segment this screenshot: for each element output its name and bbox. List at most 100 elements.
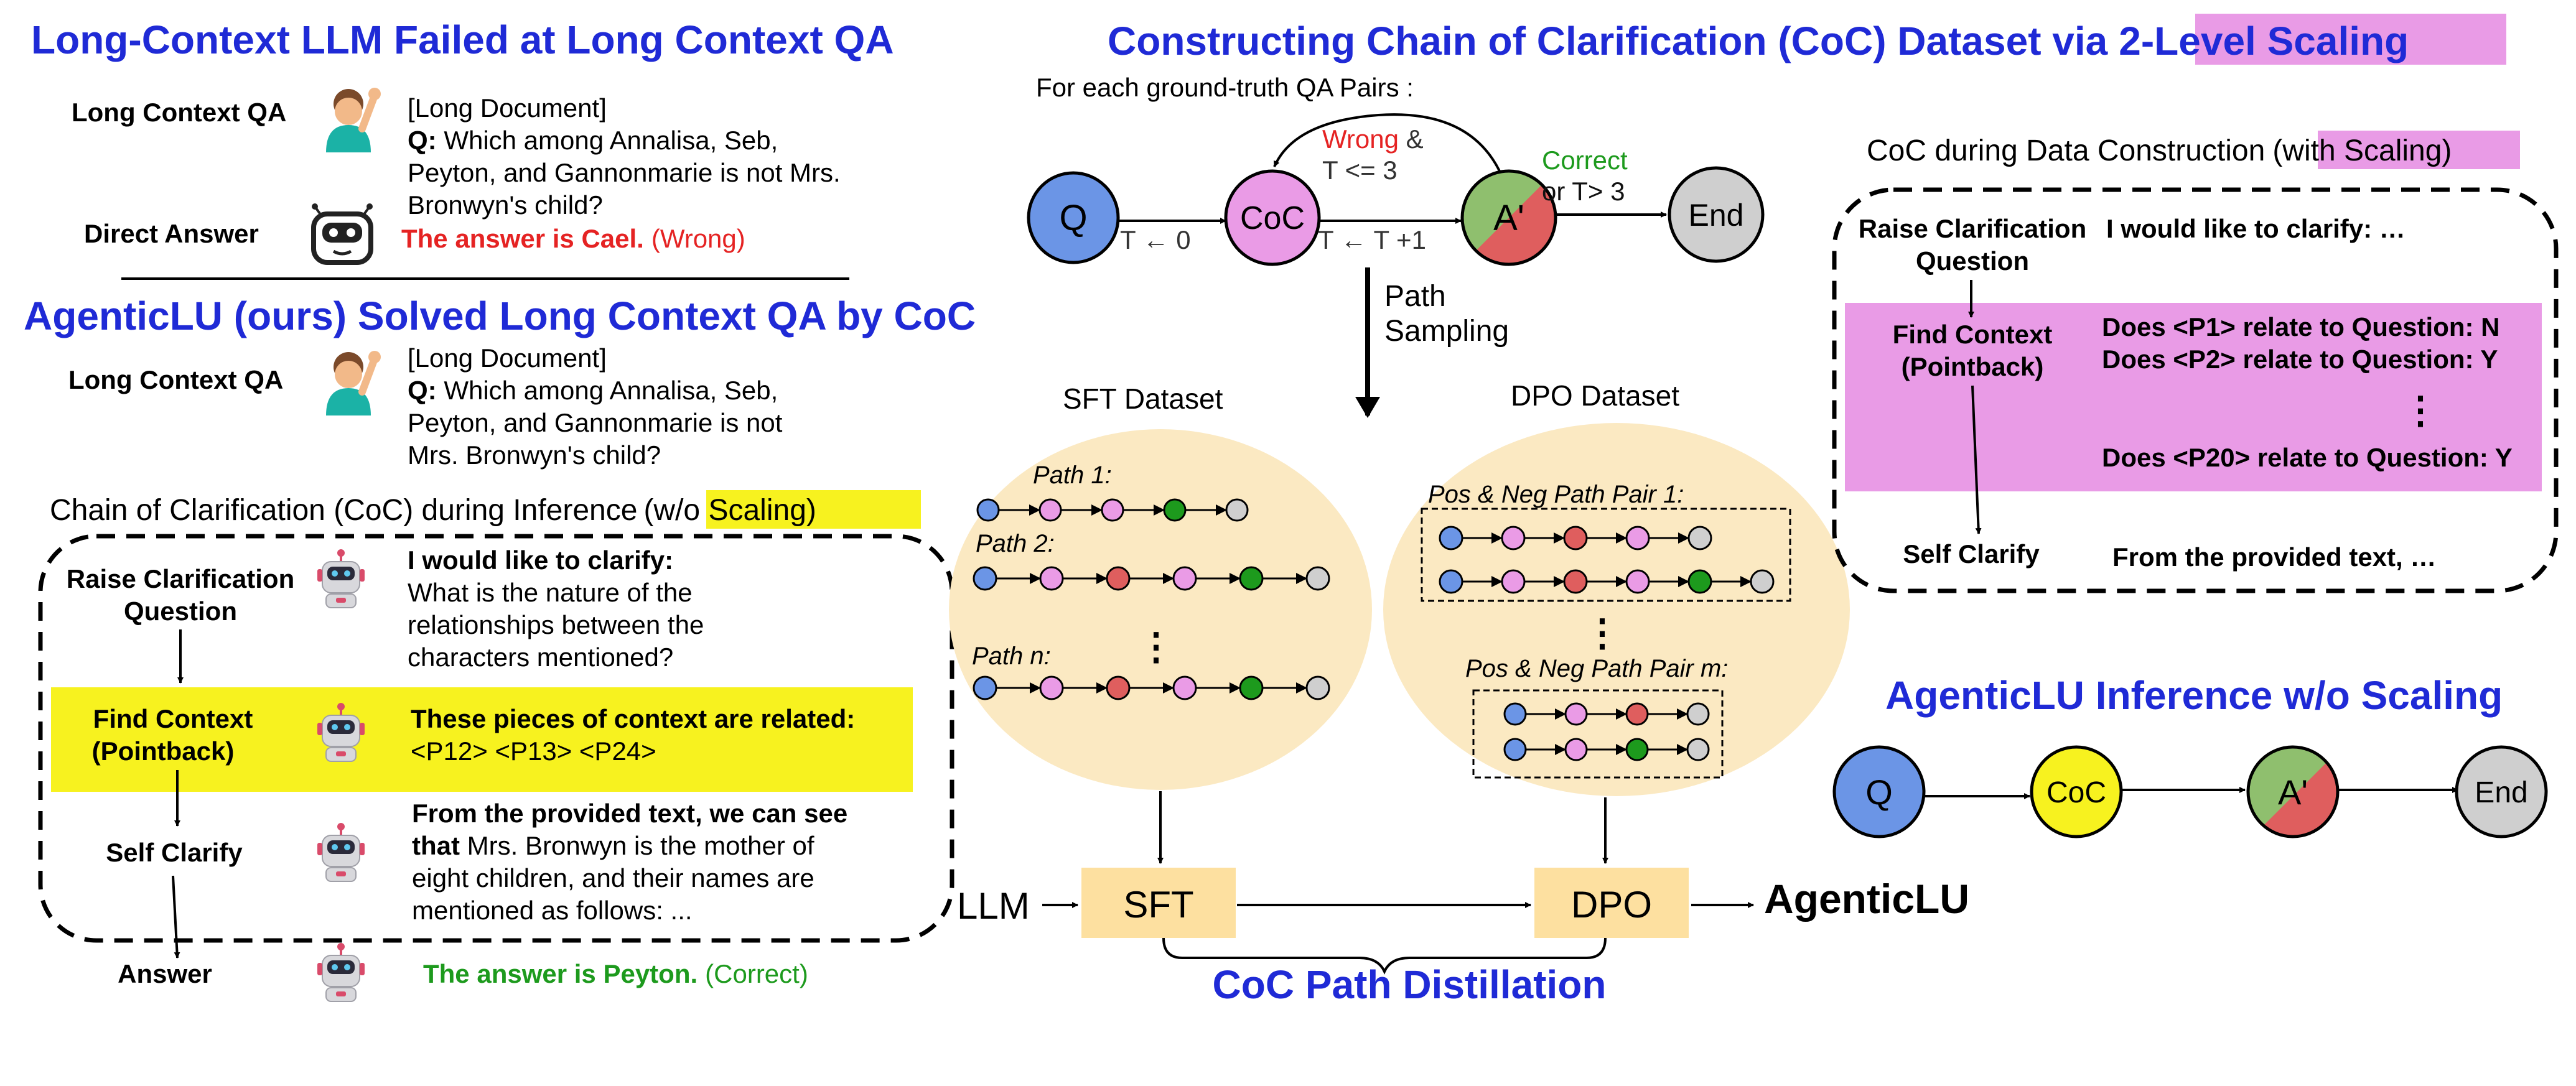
qa2-question-line1: Q: Which among Annalisa, Seb, — [408, 376, 778, 405]
wrong-label: Wrong & — [1322, 124, 1424, 154]
qa1-q-text: Which among Annalisa, Seb, — [437, 126, 778, 155]
direct-answer-label: Direct Answer — [84, 219, 259, 248]
right-find-line-2: Does <P2> relate to Question: Y — [2102, 345, 2498, 374]
path-node — [1039, 566, 1064, 591]
path-node — [1686, 738, 1710, 761]
path-node — [1106, 675, 1131, 700]
right-find-label-1: Find Context — [1893, 320, 2053, 349]
qa1-label: Long Context QA — [72, 98, 286, 127]
sft-path-1 — [976, 498, 1249, 522]
path-node — [1172, 675, 1197, 700]
dpo-dataset-title: DPO Dataset — [1511, 379, 1679, 412]
right-raise-label-1: Raise Clarification — [1859, 214, 2086, 243]
raise-question-line3: characters mentioned? — [408, 643, 673, 672]
find-context-label-1: Find Context — [93, 704, 253, 733]
path-node — [1625, 569, 1650, 594]
right-find-vertical-ellipsis: ⋮ — [2402, 389, 2439, 431]
path-node — [1625, 526, 1650, 550]
answer-label: Answer — [118, 959, 212, 988]
inf-node-coc — [2030, 745, 2123, 838]
qa2-q-text: Which among Annalisa, Seb, — [437, 376, 778, 405]
llm-label: LLM — [957, 885, 1030, 927]
dpo-box-label: DPO — [1571, 884, 1652, 926]
path-node — [1563, 526, 1588, 550]
path-node — [1501, 526, 1526, 550]
node-end-label: End — [1689, 198, 1744, 233]
inf-node-a-border — [2246, 745, 2340, 838]
direct-answer-text: The answer is Cael.(Wrong) — [401, 224, 745, 253]
inf-node-q — [1832, 745, 1926, 838]
arrow-a-to-coc-loop — [1273, 113, 1501, 172]
path-node — [1503, 702, 1527, 726]
middle-title-main: Constructing Chain of Clarification (CoC… — [1108, 19, 2108, 63]
dpo-pair1-negative — [1439, 569, 1775, 594]
self-clarify-label: Self Clarify — [106, 838, 243, 867]
path-node — [1625, 738, 1649, 761]
person-raising-hand-icon — [326, 351, 381, 415]
dpo-pairm-positive — [1503, 702, 1710, 726]
coc-inference-title: Chain of Clarification (CoC) during Infe… — [50, 494, 816, 527]
dpo-pairm-frame — [1472, 689, 1724, 779]
find-context-band — [51, 687, 913, 792]
qa1-question-line2: Peyton, and Gannonmarie is not Mrs. — [408, 158, 841, 187]
path-node — [976, 498, 1000, 522]
self-clarify-line3: mentioned as follows: ... — [412, 896, 693, 925]
right-find-line-3: Does <P20> relate to Question: Y — [2102, 443, 2513, 472]
inf-node-a-label: A' — [2278, 773, 2308, 812]
path-node — [1172, 566, 1197, 591]
wrong-word: Wrong — [1322, 124, 1399, 154]
inference-title: AgenticLU Inference w/o Scaling — [1885, 673, 2503, 718]
path-sampling-label-1: Path — [1384, 280, 1446, 313]
path-node — [1503, 738, 1527, 761]
path-node — [1163, 498, 1187, 522]
robot-icon — [312, 203, 373, 262]
path-node — [1106, 566, 1131, 591]
node-q — [1027, 171, 1120, 264]
middle-title-highlight: 2-Level Scaling — [2119, 19, 2409, 63]
qa1-question-line3: Bronwyn's child? — [408, 190, 603, 220]
middle-title-highlight-box — [2195, 14, 2506, 65]
right-self-text: From the provided text, … — [2112, 542, 2436, 572]
path-node — [973, 566, 997, 591]
self-clarify-line1-bold: that — [412, 831, 460, 860]
path-node — [1225, 498, 1249, 522]
qa2-q-prefix: Q: — [408, 376, 437, 405]
distillation-title: CoC Path Distillation — [1213, 962, 1607, 1007]
middle-title: Constructing Chain of Clarification (CoC… — [1108, 19, 2409, 63]
dpo-box — [1534, 868, 1689, 938]
self-clarify-line1: that Mrs. Bronwyn is the mother of — [412, 831, 814, 860]
path-node — [1239, 675, 1264, 700]
final-answer: The answer is Peyton.(Correct) — [423, 959, 808, 988]
sft-box-label: SFT — [1123, 884, 1193, 926]
dpo-pairm-negative — [1503, 738, 1710, 761]
self-clarify-line1-rest: Mrs. Bronwyn is the mother of — [460, 831, 814, 860]
left-title-1: Long-Context LLM Failed at Long Context … — [31, 17, 894, 62]
t-inc-label: T ← T +1 — [1318, 225, 1426, 254]
qa2-doc: [Long Document] — [408, 343, 607, 373]
right-title: CoC during Data Construction(with Scalin… — [1867, 134, 2452, 167]
pair1-label: Pos & Neg Path Pair 1: — [1428, 481, 1684, 508]
qa2-question-line2: Peyton, and Gannonmarie is not — [408, 408, 783, 437]
left-title-2: AgenticLU (ours) Solved Long Context QA … — [24, 294, 976, 338]
qa1-q-prefix: Q: — [408, 126, 437, 155]
find-context-line: <P12> <P13> <P24> — [411, 736, 656, 766]
find-context-label-2: (Pointback) — [92, 736, 235, 766]
node-a — [1462, 171, 1556, 264]
final-answer-correct: (Correct) — [705, 959, 808, 988]
inf-node-q-label: Q — [1865, 773, 1893, 812]
coc-construction-frame — [1832, 187, 2559, 593]
arrow-right-find-to-self — [1971, 385, 1982, 534]
path-node — [1750, 569, 1775, 594]
raise-question-line1: What is the nature of the — [408, 578, 693, 607]
path-node — [1101, 498, 1124, 522]
path-node — [1625, 702, 1649, 726]
coc-title-highlight-box — [706, 490, 921, 529]
inf-node-end — [2455, 745, 2548, 838]
node-coc-label: CoC — [1240, 200, 1305, 236]
path-node — [1564, 702, 1588, 726]
path-node — [1687, 526, 1712, 550]
path-node — [1563, 569, 1588, 594]
robot-icon — [316, 942, 366, 1003]
path-node — [1239, 566, 1264, 591]
